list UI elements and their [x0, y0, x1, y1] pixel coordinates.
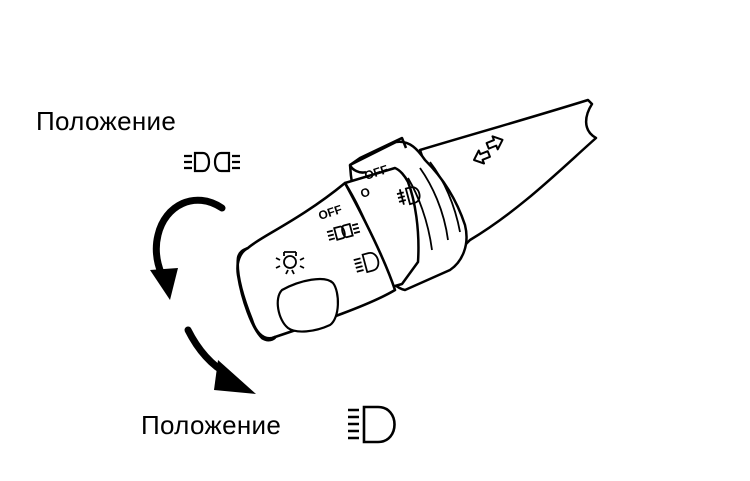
- switch-knob: [236, 181, 397, 342]
- collar-fog-icon: [396, 186, 421, 206]
- parking-lights-icon: [184, 151, 240, 173]
- dial-markings: OFF OFF O: [275, 162, 421, 275]
- position-label-top: Положение: [36, 106, 177, 136]
- dial-parking-lights-icon: [326, 222, 361, 241]
- stalk-arm: [418, 98, 598, 257]
- dial-headlight-icon: [353, 252, 380, 274]
- position-label-bottom: Положение: [141, 410, 282, 440]
- turn-signal-arrows-icon: [473, 135, 504, 165]
- headlight-high-beam-icon: [348, 405, 396, 444]
- dial-position-marker: O: [359, 185, 372, 201]
- rotation-arrow-upper: [150, 196, 226, 300]
- lamp-symbol-icon: [275, 251, 305, 275]
- rotation-arrow-lower: [184, 326, 256, 394]
